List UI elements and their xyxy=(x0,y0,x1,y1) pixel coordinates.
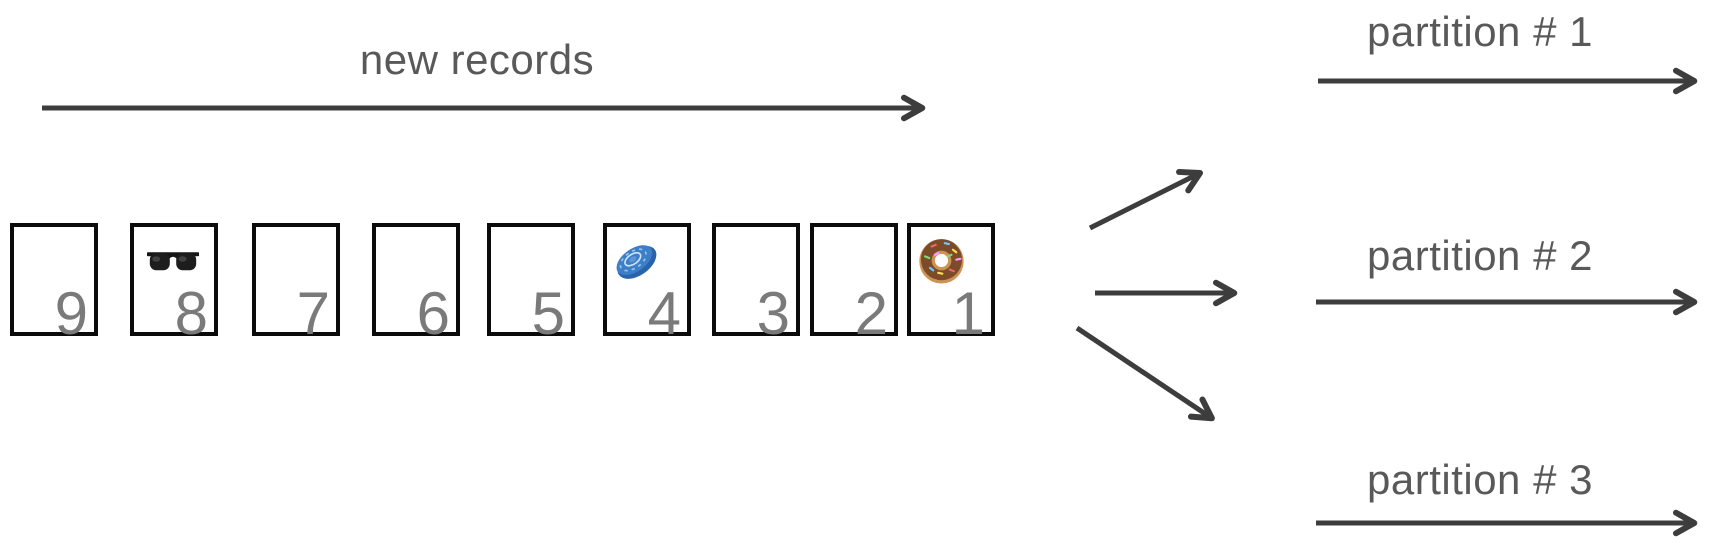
record-number: 1 xyxy=(951,280,985,347)
record-number: 6 xyxy=(416,280,450,347)
fanout-arrow-partition-1 xyxy=(1088,168,1204,231)
record-box-6: 6 xyxy=(372,223,460,344)
partition-1-label: partition # 1 xyxy=(1367,8,1593,55)
record-number: 4 xyxy=(647,280,681,347)
record-box-9: 9 xyxy=(10,223,98,344)
record-box-3: 3 xyxy=(712,223,800,344)
flying-disc-emoji-icon xyxy=(616,245,657,279)
donut-emoji-icon xyxy=(919,239,964,284)
record-number: 7 xyxy=(296,280,330,347)
partition-3-label: partition # 3 xyxy=(1367,456,1593,503)
partition-2-label: partition # 2 xyxy=(1367,232,1593,279)
record-number: 8 xyxy=(174,280,208,347)
record-number: 3 xyxy=(756,280,790,347)
record-box-5: 5 xyxy=(487,223,575,344)
record-box-8: 8 xyxy=(130,223,218,344)
record-box-2: 2 xyxy=(810,223,898,344)
fanout-arrow-partition-3 xyxy=(1075,325,1215,422)
record-number: 9 xyxy=(54,280,88,347)
record-box-1: 1 xyxy=(907,223,995,344)
record-number: 5 xyxy=(531,280,565,347)
record-box-7: 7 xyxy=(252,223,340,344)
record-number: 2 xyxy=(854,280,888,347)
new-records-label: new records xyxy=(359,36,595,83)
record-box-4: 4 xyxy=(603,223,691,344)
sunglasses-emoji-icon xyxy=(147,252,199,271)
